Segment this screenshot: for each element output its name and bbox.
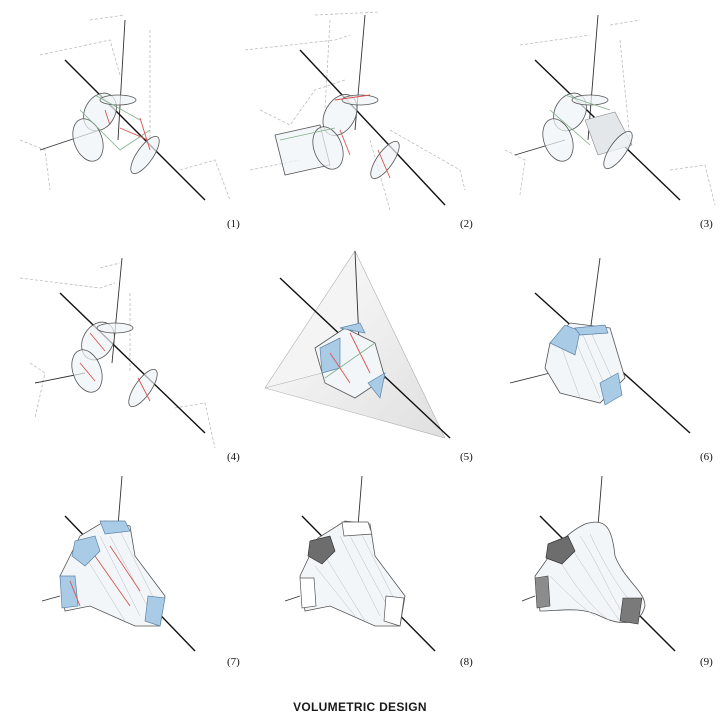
step-7-drawing (41, 475, 196, 652)
step-label-6: (6) (700, 451, 713, 463)
step-panel-7: (7) (0, 466, 240, 699)
step-panel-2: (2) (240, 0, 480, 233)
step-panel-4: (4) (0, 233, 240, 466)
step-4-drawing (19, 257, 216, 449)
step-label-2: (2) (460, 218, 473, 230)
step-9-drawing (521, 475, 676, 652)
step-label-8: (8) (460, 656, 473, 668)
step-label-5: (5) (460, 451, 473, 463)
step-5-drawing (264, 250, 451, 439)
step-3-drawing (504, 14, 716, 206)
step-panel-9: (9) (480, 466, 720, 699)
step-label-9: (9) (700, 656, 713, 668)
page-title: VOLUMETRIC DESIGN (293, 700, 427, 714)
step-8-drawing (284, 475, 436, 652)
step-1-drawing (19, 14, 231, 201)
step-label-7: (7) (227, 656, 240, 668)
step-label-1: (1) (227, 218, 240, 230)
step-panel-3: (3) (480, 0, 720, 233)
step-6-drawing (509, 257, 691, 434)
step-2-drawing (244, 11, 466, 211)
step-panel-1: (1) (0, 0, 240, 233)
step-panel-5: (5) (240, 233, 480, 466)
step-label-4: (4) (227, 451, 240, 463)
step-label-3: (3) (700, 218, 713, 230)
step-panel-6: (6) (480, 233, 720, 466)
step-panel-8: (8) (240, 466, 480, 699)
